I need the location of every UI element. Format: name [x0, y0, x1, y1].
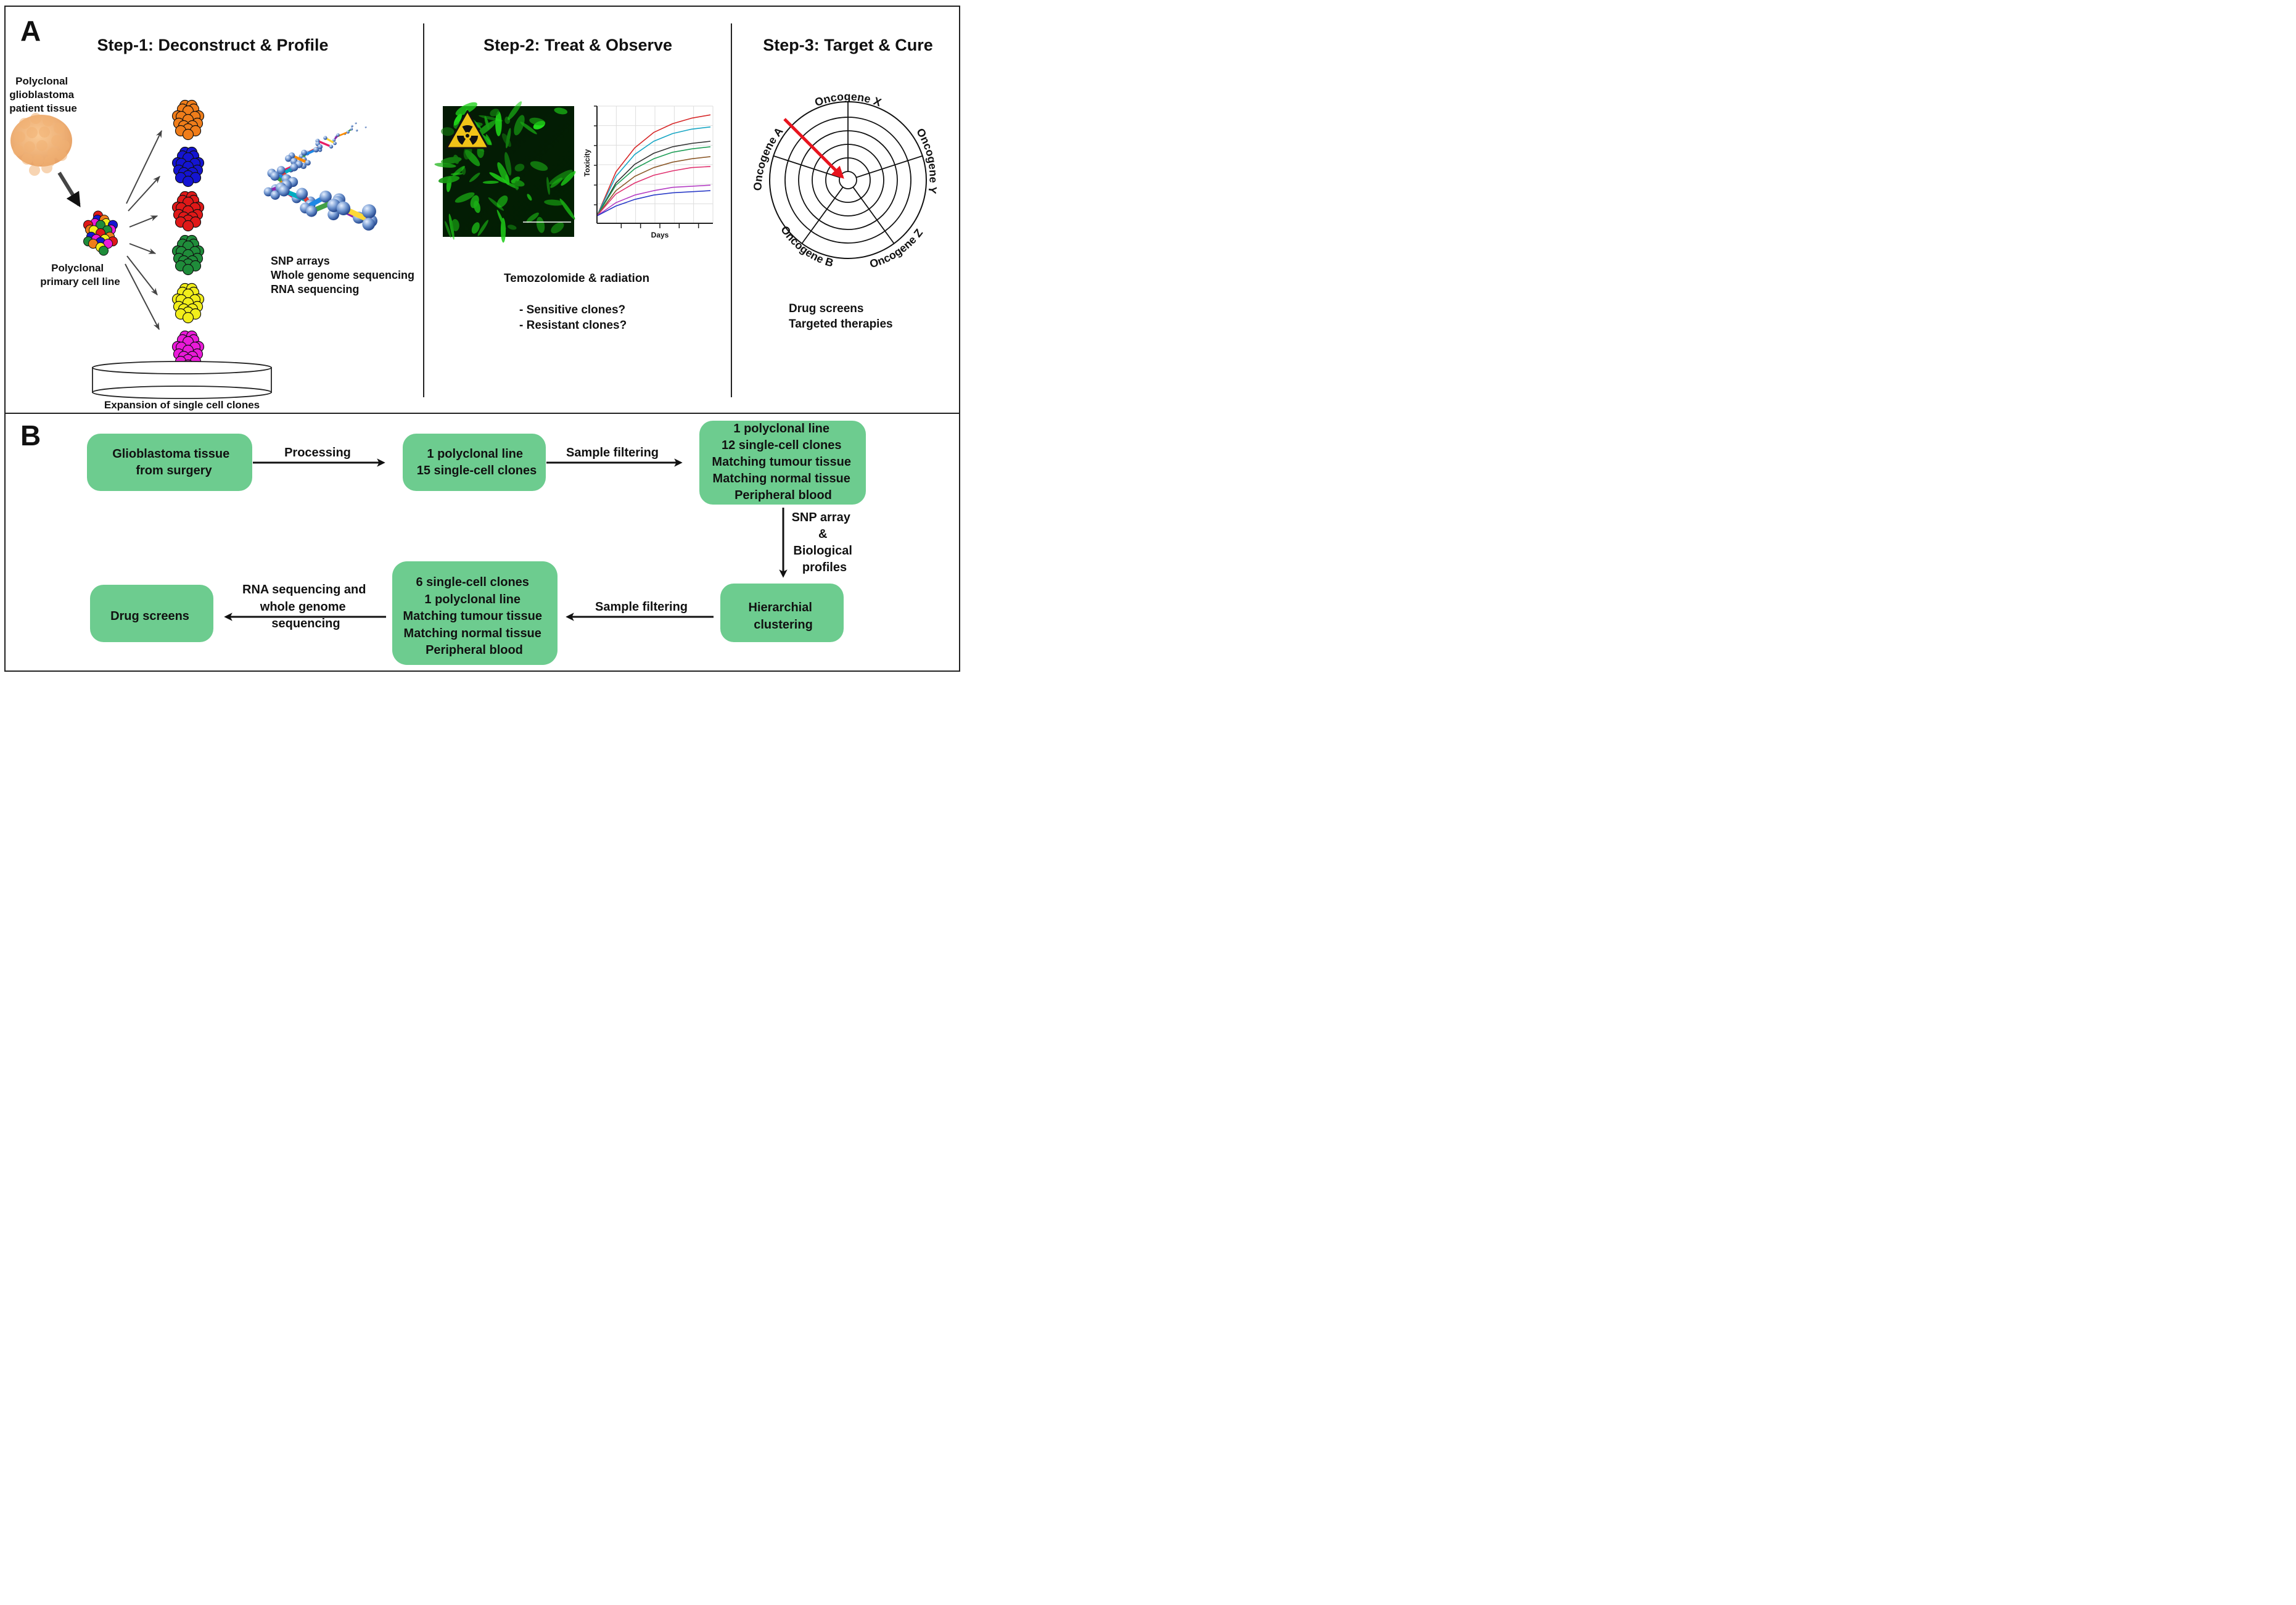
box-filtered-samples [699, 421, 866, 505]
clone-cluster-2 [171, 146, 205, 188]
box-glioblastoma-tissue-text: Glioblastoma tissue from surgery [112, 447, 233, 477]
clone-cluster-1 [171, 99, 205, 141]
box-hierarchical-clustering [720, 584, 844, 642]
profiling-methods: SNP arrays Whole genome sequencing RNA s… [271, 255, 418, 295]
panel-b-letter: B [20, 419, 41, 452]
edge-sequencing-label: RNA sequencing and whole genome sequenci… [242, 583, 369, 630]
panel-b-frame [4, 413, 960, 672]
box-final-samples [392, 561, 558, 665]
step3-outcomes: Drug screens Targeted therapies [789, 302, 893, 331]
toxicity-series-4 [596, 146, 711, 217]
toxicity-series-2 [596, 126, 711, 217]
clone-cluster-6 [171, 330, 205, 371]
polyclonal-cell-cluster [83, 210, 118, 256]
oncogene-target-wheel: Oncogene X Oncogene Y Oncogene Z Oncogen… [751, 90, 939, 270]
step1-title: Step-1: Deconstruct & Profile [97, 36, 328, 54]
petri-dish [92, 361, 272, 399]
clone-cluster-4 [171, 234, 205, 276]
fluorescence-micrograph [434, 101, 576, 243]
step3-title: Step-3: Target & Cure [763, 36, 933, 54]
edge-sample-filtering-2-label: Sample filtering [595, 600, 688, 614]
tumour-tissue-illustration [10, 113, 72, 176]
edge-snp-label: SNP array & Biological profiles [792, 511, 856, 574]
toxicity-series-6 [596, 166, 711, 217]
box-glioblastoma-tissue [87, 434, 252, 491]
toxicity-series-3 [596, 141, 711, 217]
toxicity-series-7 [596, 184, 711, 217]
cell-line-label: Polyclonal primary cell line [40, 262, 120, 287]
clone-expansion-arrows [125, 130, 162, 331]
box-hierarchical-clustering-text: Hierarchial clustering [749, 601, 816, 632]
box-polyclonal-15-clones-text: 1 polyclonal line 15 single-cell clones [417, 447, 537, 477]
target-arrow [783, 118, 844, 179]
x-axis-label: Days [651, 231, 669, 239]
box-filtered-samples-text: 1 polyclonal line 12 single-cell clones … [712, 422, 854, 502]
clone-cluster-5 [171, 283, 205, 324]
box-polyclonal-15-clones [403, 434, 546, 491]
edge-sample-filtering-1-label: Sample filtering [566, 446, 659, 460]
toxicity-chart: Days Toxicity [583, 105, 714, 239]
toxicity-series-1 [596, 114, 711, 217]
figure-canvas: A B Step-1: Deconstruct & Profile Step-2… [4, 6, 960, 672]
workflow-boxes: Glioblastoma tissue from surgery 1 polyc… [87, 421, 866, 665]
single-cell-clones [171, 99, 205, 371]
oncogene-z-label: Oncogene Z [868, 226, 925, 270]
oncogene-b-label: Oncogene B [778, 223, 835, 269]
workflow-arrows [224, 458, 788, 621]
box-drug-screens-text: Drug screens [110, 609, 189, 623]
toxicity-series-5 [596, 156, 711, 217]
y-axis-label: Toxicity [583, 149, 591, 176]
box-drug-screens [90, 585, 213, 642]
tissue-to-cellline-arrow [57, 171, 81, 208]
toxicity-series-8 [596, 190, 711, 217]
edge-processing-label: Processing [284, 446, 351, 460]
clone-cluster-3 [171, 191, 205, 232]
box-final-samples-text: 6 single-cell clones 1 polyclonal line M… [403, 576, 545, 657]
tissue-label: Polyclonal glioblastoma patient tissue [9, 75, 77, 114]
panel-a-letter: A [20, 15, 41, 47]
radiation-hazard-icon [445, 110, 490, 149]
step2-title: Step-2: Treat & Observe [483, 36, 672, 54]
treatment-label: Temozolomide & radiation [504, 272, 649, 285]
clone-questions: - Sensitive clones? - Resistant clones? [519, 303, 628, 332]
dish-label: Expansion of single cell clones [104, 399, 260, 411]
dna-helix-illustration [263, 122, 378, 231]
